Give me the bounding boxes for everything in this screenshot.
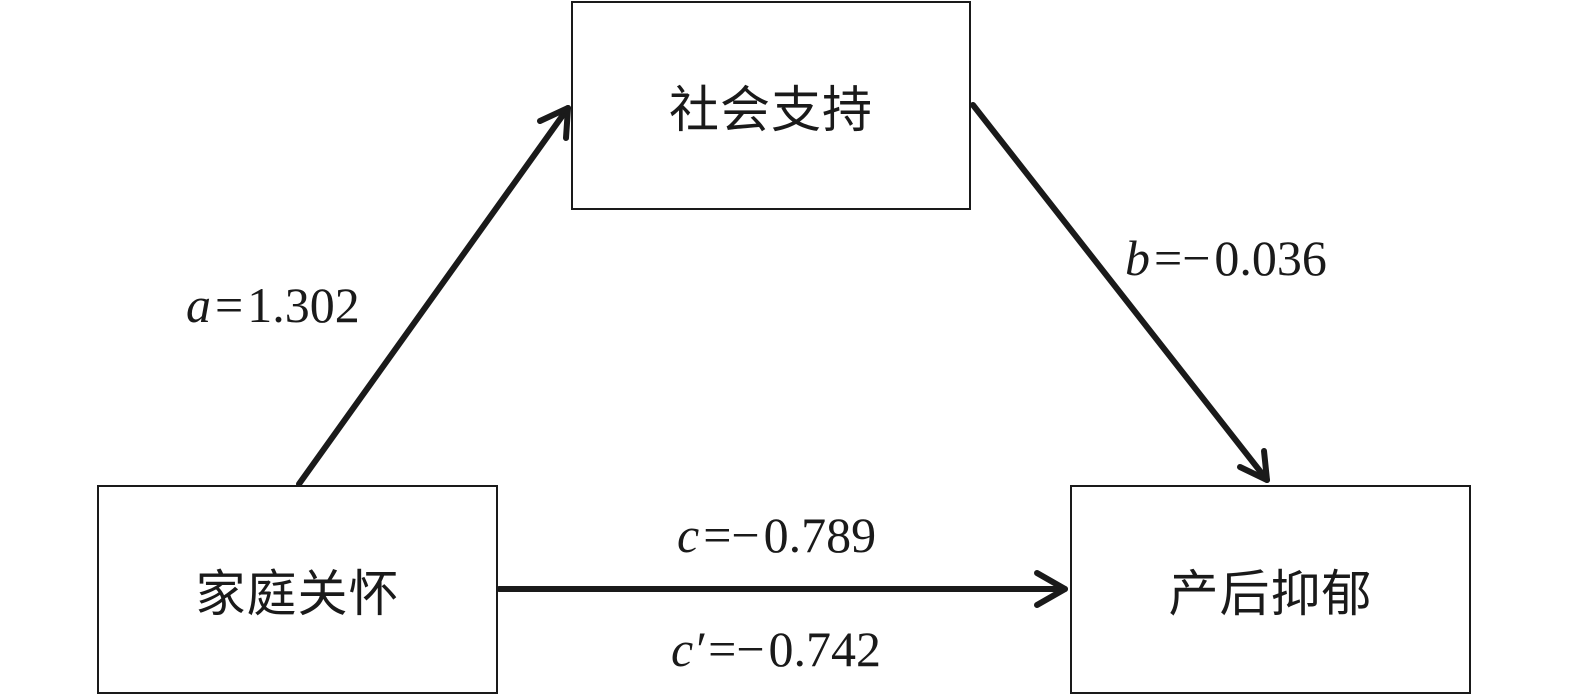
coefficient-c-prime: c′=−0.742 [671,624,881,674]
arrow-b [970,102,1270,483]
arrow-b-head [1237,448,1270,483]
arrow-a [296,105,571,487]
coefficient-a-value: 1.302 [247,277,360,333]
coefficient-a-symbol: a [186,277,211,333]
coefficient-c-prime-value: 0.742 [768,621,882,677]
arrow-a-head [537,105,571,141]
coefficient-b-value: 0.036 [1214,230,1327,286]
coefficient-c-symbol: c [677,507,700,563]
node-social-support: 社会支持 [571,1,971,210]
coefficient-c-prime-relation: =− [708,621,765,677]
coefficient-c: c=−0.789 [677,510,876,560]
coefficient-c-prime-symbol: c′ [671,621,705,677]
node-postpartum-depression-label: 产后抑郁 [1168,564,1373,623]
coefficient-b: b=−0.036 [1125,233,1327,283]
coefficient-b-relation: =− [1154,230,1211,286]
node-family-care-label: 家庭关怀 [195,564,400,623]
coefficient-b-symbol: b [1125,230,1150,286]
arrow-c-head [1034,570,1068,608]
node-postpartum-depression: 产后抑郁 [1070,485,1471,694]
coefficient-a-relation: = [215,277,244,333]
coefficient-c-value: 0.789 [763,507,877,563]
coefficient-a: a=1.302 [186,280,360,330]
coefficient-c-relation: =− [703,507,760,563]
node-social-support-label: 社会支持 [669,80,873,139]
node-family-care: 家庭关怀 [97,485,498,694]
